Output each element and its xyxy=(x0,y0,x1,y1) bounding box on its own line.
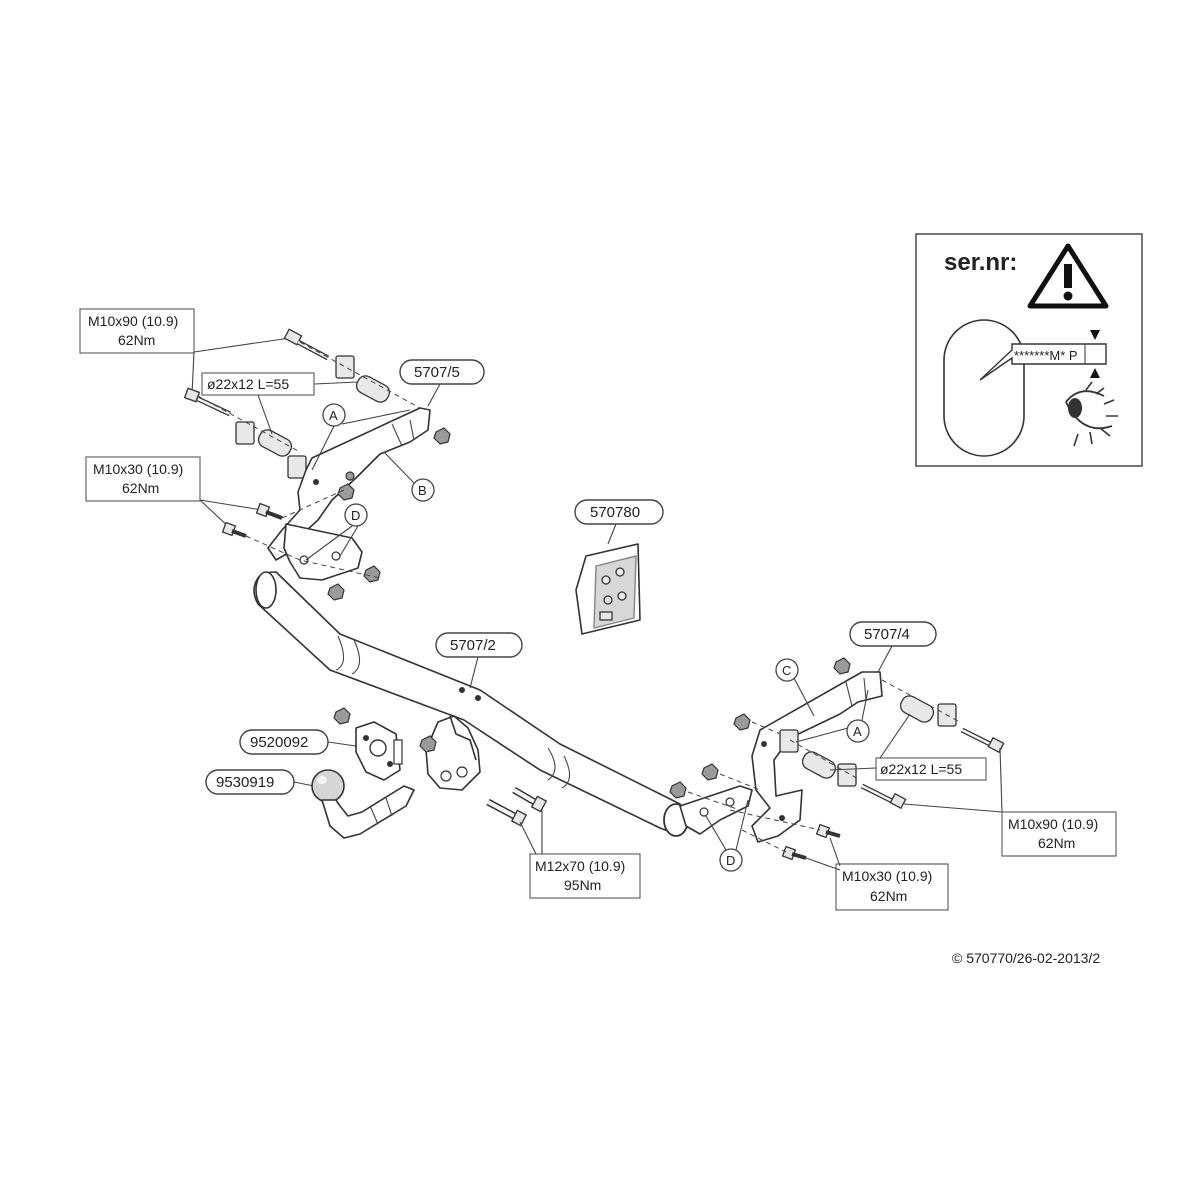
spacer-right-upper xyxy=(899,695,935,723)
spec-top-left-bolt-line1: M10x90 (10.9) xyxy=(88,313,178,329)
label-crossbar-text: 5707/2 xyxy=(450,637,496,654)
spec-left-lower-bolt-line1: M10x30 (10.9) xyxy=(93,461,183,477)
crossbar-tube xyxy=(253,571,691,837)
washer-right-2 xyxy=(837,763,857,787)
washer-right-1 xyxy=(779,729,799,753)
spec-box-center-bolt: M12x70 (10.9) 95Nm xyxy=(529,853,641,899)
spec-left-spacer-text: ø22x12 L=55 xyxy=(207,376,289,392)
serial-plate: *******M* P xyxy=(979,330,1107,381)
bolt-m10x90-lower-left xyxy=(183,387,232,417)
label-socket-plate: 9520092 xyxy=(239,729,329,755)
label-right-bracket-text: 5707/4 xyxy=(864,626,910,643)
nut-right-2 xyxy=(733,713,751,731)
center-mounting-plate xyxy=(425,715,481,791)
spec-left-lower-bolt-line2: 62Nm xyxy=(122,480,159,496)
spacer-left-upper xyxy=(355,375,391,403)
spec-box-right-spacer: ø22x12 L=55 xyxy=(875,757,987,781)
callout-a-right: A xyxy=(846,719,870,743)
eye-icon xyxy=(1065,381,1118,447)
towball-neck xyxy=(311,769,415,839)
svg-text:D: D xyxy=(726,853,735,868)
copyright-text: © 570770/26-02-2013/2 xyxy=(952,950,1100,966)
svg-text:C: C xyxy=(782,663,791,678)
label-left-bracket-text: 5707/5 xyxy=(414,364,460,381)
spacer-left-lower xyxy=(257,429,293,457)
bolt-m10x90-right-b xyxy=(860,783,907,810)
callout-d-left: D xyxy=(344,503,368,527)
bolt-m12x70-b xyxy=(512,786,548,813)
svg-text:B: B xyxy=(418,483,427,498)
spacer-right-lower xyxy=(801,751,837,779)
bolt-m10x90-upper-left xyxy=(283,328,330,361)
nut-left-1 xyxy=(433,427,451,445)
spec-center-bolt-line1: M12x70 (10.9) xyxy=(535,858,625,874)
spec-right-lower-bolt-line1: M10x30 (10.9) xyxy=(842,868,932,884)
bolt-m10x90-right-a xyxy=(960,727,1005,754)
nut-socket xyxy=(333,707,351,725)
label-crossbar: 5707/2 xyxy=(435,632,523,658)
nut-socket-2 xyxy=(419,735,437,753)
serial-plate-text: *******M* P xyxy=(1014,348,1078,363)
nut-left-2 xyxy=(337,483,355,501)
label-towball: 9530919 xyxy=(205,769,295,795)
washer-lower xyxy=(235,421,255,445)
right-lower-plate xyxy=(679,785,753,835)
nut-left-4 xyxy=(327,583,345,601)
spec-box-top-left-bolt: M10x90 (10.9) 62Nm xyxy=(79,308,195,354)
callout-c-right: C xyxy=(775,658,799,682)
callout-b-left: B xyxy=(411,478,435,502)
spec-right-bolt-line1: M10x90 (10.9) xyxy=(1008,816,1098,832)
label-kit: 570780 xyxy=(574,499,664,525)
bolt-m12x70-a xyxy=(486,798,528,827)
spec-right-bolt-line2: 62Nm xyxy=(1038,835,1075,851)
right-side-bracket xyxy=(751,671,883,843)
svg-text:A: A xyxy=(329,408,338,423)
serial-number-panel: ser.nr: *******M* P xyxy=(915,233,1143,467)
serial-title: ser.nr: xyxy=(944,249,1017,276)
label-kit-text: 570780 xyxy=(590,504,640,521)
socket-plate xyxy=(355,721,403,781)
bolt-m10x30-right-a xyxy=(815,823,841,839)
label-socket-plate-text: 9520092 xyxy=(250,734,308,751)
washer-inner xyxy=(287,455,307,479)
washer-upper xyxy=(335,355,355,379)
spec-right-spacer-text: ø22x12 L=55 xyxy=(880,761,962,777)
bolt-m10x30-left-a xyxy=(255,502,283,520)
bolt-m10x30-right-b xyxy=(781,845,807,861)
hardware-kit-bag xyxy=(575,543,641,635)
spec-right-lower-bolt-line2: 62Nm xyxy=(870,888,907,904)
left-lower-plate xyxy=(283,523,363,581)
spec-box-right-lower-bolt: M10x30 (10.9) 62Nm xyxy=(835,863,949,911)
callout-a-left: A xyxy=(322,403,346,427)
spec-top-left-bolt-line2: 62Nm xyxy=(118,332,155,348)
label-right-bracket: 5707/4 xyxy=(849,621,937,647)
nut-right-3 xyxy=(701,763,719,781)
label-left-bracket: 5707/5 xyxy=(399,359,485,385)
warning-triangle-icon xyxy=(1027,243,1109,309)
spec-box-right-bolt: M10x90 (10.9) 62Nm xyxy=(1001,811,1117,857)
callout-d-right: D xyxy=(719,848,743,872)
label-towball-text: 9530919 xyxy=(216,774,274,791)
svg-text:A: A xyxy=(853,724,862,739)
nut-left-3 xyxy=(363,565,381,583)
svg-text:D: D xyxy=(351,508,360,523)
spec-center-bolt-line2: 95Nm xyxy=(564,877,601,893)
spec-box-left-spacer: ø22x12 L=55 xyxy=(201,372,315,396)
nut-right-4 xyxy=(669,781,687,799)
nut-right-1 xyxy=(833,657,851,675)
bolt-m10x30-left-b xyxy=(221,521,247,538)
serial-loop-outline xyxy=(943,319,1025,457)
spec-box-left-lower-bolt: M10x30 (10.9) 62Nm xyxy=(85,456,201,502)
